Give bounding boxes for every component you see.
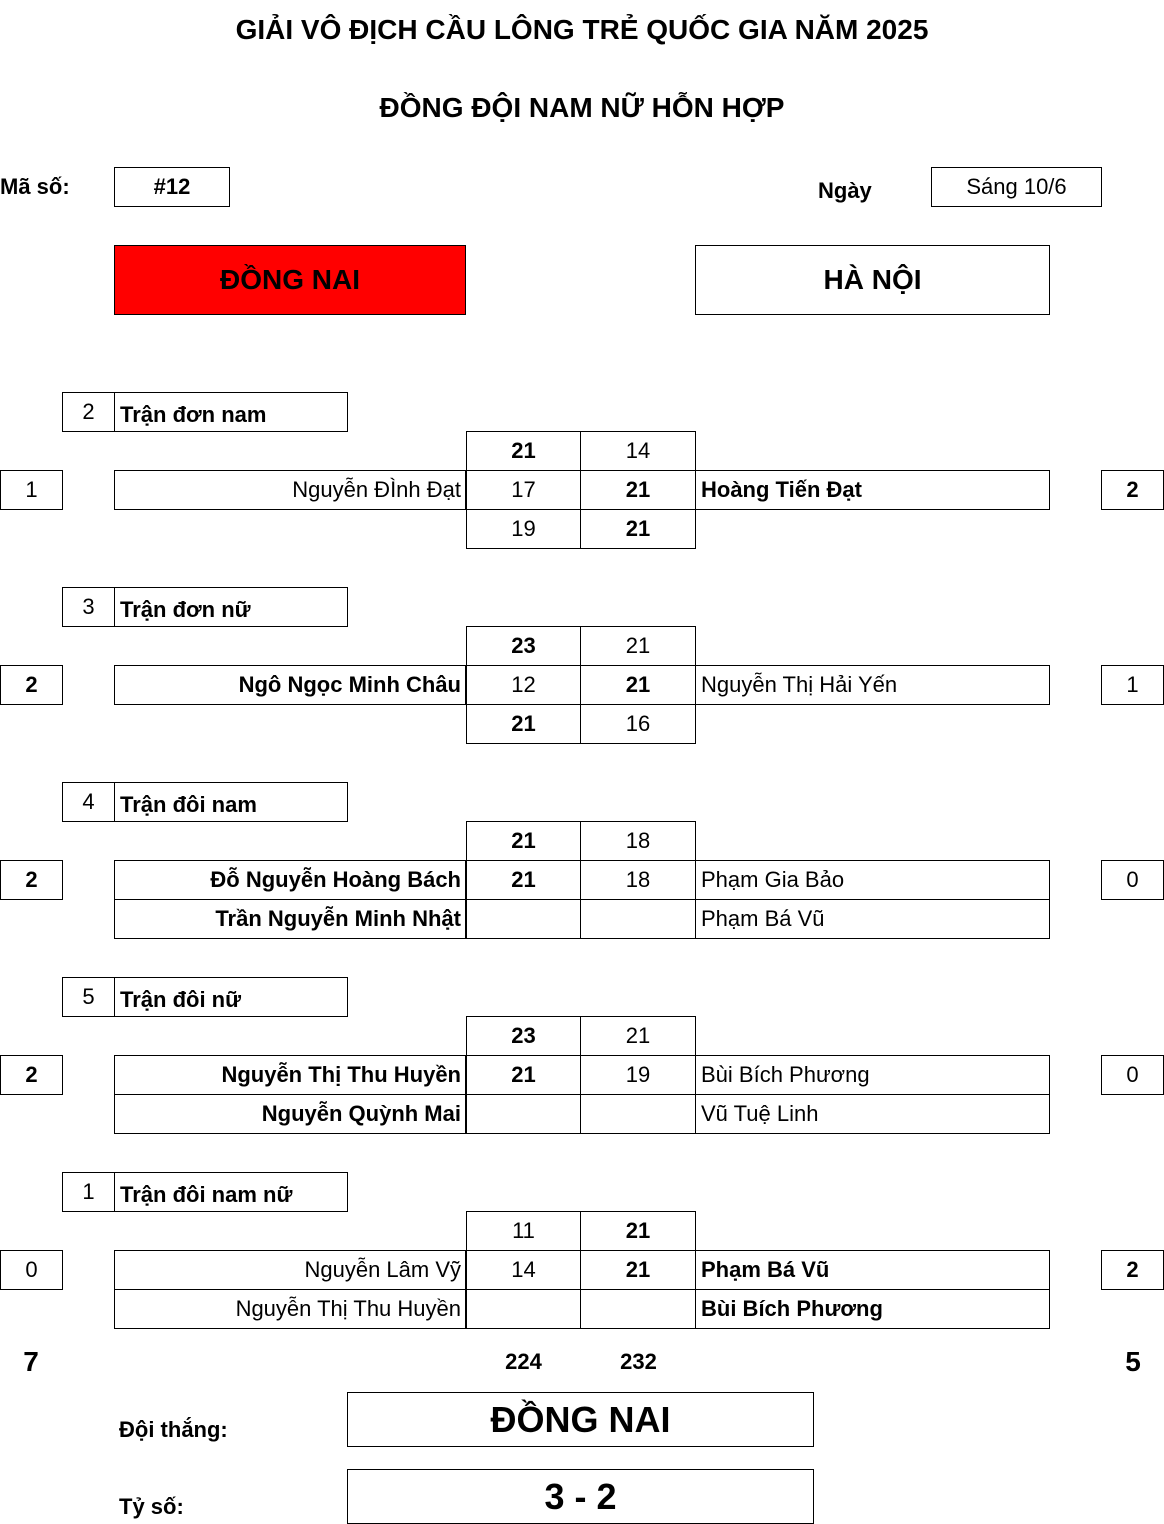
match-type: Trận đơn nam bbox=[114, 392, 348, 432]
set2-score-right: 21 bbox=[580, 470, 696, 510]
left-partner: Nguyễn Thị Thu Huyền bbox=[114, 1289, 466, 1329]
set1-score-left: 23 bbox=[466, 626, 581, 666]
right-sets-won: 2 bbox=[1101, 470, 1164, 510]
right-player: Hoàng Tiến Đạt bbox=[695, 470, 1050, 510]
set3-score-left bbox=[466, 1094, 581, 1134]
set2-score-left: 21 bbox=[466, 1055, 581, 1095]
right-player: Nguyễn Thị Hải Yến bbox=[695, 665, 1050, 705]
total-left-sets: 7 bbox=[23, 1346, 39, 1377]
set2-score-right: 21 bbox=[580, 665, 696, 705]
match-order: 5 bbox=[62, 977, 115, 1017]
match-type: Trận đơn nữ bbox=[114, 587, 348, 627]
set1-score-left: 21 bbox=[466, 821, 581, 861]
match-type: Trận đôi nam bbox=[114, 782, 348, 822]
set2-score-left: 14 bbox=[466, 1250, 581, 1290]
set2-score-right: 18 bbox=[580, 860, 696, 900]
set1-score-left: 23 bbox=[466, 1016, 581, 1056]
team-left-name: ĐỒNG NAI bbox=[114, 245, 466, 315]
winner-value: ĐỒNG NAI bbox=[347, 1392, 814, 1447]
set2-score-left: 17 bbox=[466, 470, 581, 510]
date-label: Ngày bbox=[818, 178, 872, 203]
set1-score-left: 21 bbox=[466, 431, 581, 471]
match-type: Trận đôi nữ bbox=[114, 977, 348, 1017]
set1-score-left: 11 bbox=[466, 1211, 581, 1251]
team-right-name: HÀ NỘI bbox=[695, 245, 1050, 315]
match-order: 1 bbox=[62, 1172, 115, 1212]
left-player: Ngô Ngọc Minh Châu bbox=[114, 665, 466, 705]
left-sets-won: 1 bbox=[0, 470, 63, 510]
set1-score-right: 18 bbox=[580, 821, 696, 861]
set2-score-left: 21 bbox=[466, 860, 581, 900]
event-subtitle: ĐỒNG ĐỘI NAM NỮ HỖN HỢP bbox=[379, 92, 785, 123]
right-player: Phạm Gia Bảo bbox=[695, 860, 1050, 900]
total-right-sets: 5 bbox=[1125, 1346, 1141, 1377]
left-sets-won: 2 bbox=[0, 860, 63, 900]
right-sets-won: 0 bbox=[1101, 1055, 1164, 1095]
match-order: 2 bbox=[62, 392, 115, 432]
right-partner: Bùi Bích Phương bbox=[695, 1289, 1050, 1329]
right-sets-won: 1 bbox=[1101, 665, 1164, 705]
set3-score-right bbox=[580, 1289, 696, 1329]
code-value: #12 bbox=[114, 167, 230, 207]
left-sets-won: 2 bbox=[0, 1055, 63, 1095]
set2-score-right: 21 bbox=[580, 1250, 696, 1290]
match-order: 4 bbox=[62, 782, 115, 822]
left-player: Nguyễn ĐÌnh Đạt bbox=[114, 470, 466, 510]
left-sets-won: 0 bbox=[0, 1250, 63, 1290]
left-partner: Trần Nguyễn Minh Nhật bbox=[114, 899, 466, 939]
set3-score-right: 21 bbox=[580, 509, 696, 549]
set3-score-right bbox=[580, 1094, 696, 1134]
left-sets-won: 2 bbox=[0, 665, 63, 705]
winner-label: Đội thắng: bbox=[119, 1417, 228, 1442]
set3-score-left: 19 bbox=[466, 509, 581, 549]
set1-score-right: 14 bbox=[580, 431, 696, 471]
right-partner: Vũ Tuệ Linh bbox=[695, 1094, 1050, 1134]
set1-score-right: 21 bbox=[580, 1016, 696, 1056]
total-right-points: 232 bbox=[620, 1349, 657, 1374]
right-sets-won: 2 bbox=[1101, 1250, 1164, 1290]
match-type: Trận đôi nam nữ bbox=[114, 1172, 348, 1212]
score-label: Tỷ số: bbox=[119, 1494, 184, 1519]
set3-score-left bbox=[466, 1289, 581, 1329]
left-player: Nguyễn Thị Thu Huyền bbox=[114, 1055, 466, 1095]
total-left-points: 224 bbox=[505, 1349, 542, 1374]
right-partner: Phạm Bá Vũ bbox=[695, 899, 1050, 939]
right-player: Phạm Bá Vũ bbox=[695, 1250, 1050, 1290]
set3-score-left bbox=[466, 899, 581, 939]
code-label: Mã số: bbox=[0, 174, 70, 199]
set3-score-left: 21 bbox=[466, 704, 581, 744]
left-partner: Nguyễn Quỳnh Mai bbox=[114, 1094, 466, 1134]
final-score-value: 3 - 2 bbox=[347, 1469, 814, 1524]
right-sets-won: 0 bbox=[1101, 860, 1164, 900]
left-player: Nguyễn Lâm Vỹ bbox=[114, 1250, 466, 1290]
right-player: Bùi Bích Phương bbox=[695, 1055, 1050, 1095]
set1-score-right: 21 bbox=[580, 626, 696, 666]
set2-score-left: 12 bbox=[466, 665, 581, 705]
tournament-title: GIẢI VÔ ĐỊCH CẦU LÔNG TRẺ QUỐC GIA NĂM 2… bbox=[235, 14, 929, 45]
set1-score-right: 21 bbox=[580, 1211, 696, 1251]
set3-score-right bbox=[580, 899, 696, 939]
set3-score-right: 16 bbox=[580, 704, 696, 744]
left-player: Đỗ Nguyễn Hoàng Bách bbox=[114, 860, 466, 900]
date-value: Sáng 10/6 bbox=[931, 167, 1102, 207]
set2-score-right: 19 bbox=[580, 1055, 696, 1095]
match-order: 3 bbox=[62, 587, 115, 627]
